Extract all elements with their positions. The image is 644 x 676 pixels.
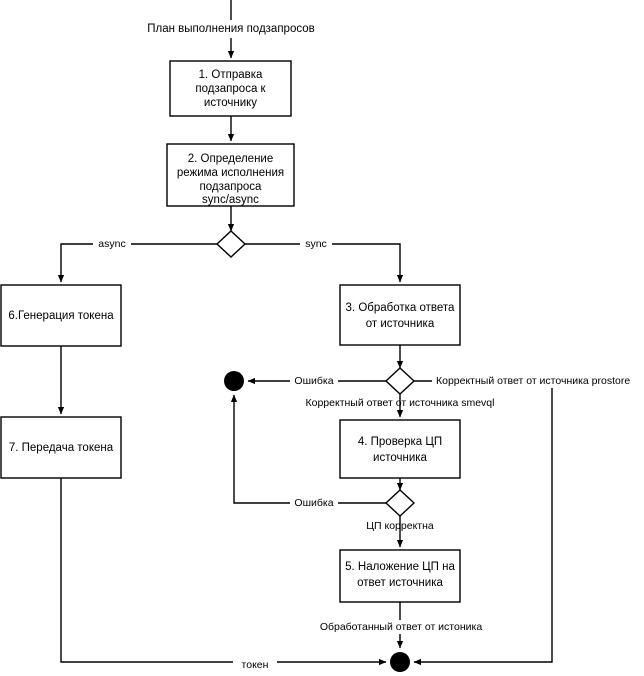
node-4-box[interactable] <box>339 419 461 479</box>
label-processed-backdrop <box>313 620 489 634</box>
node-3-label-line1: 3. Обработка ответа <box>346 302 456 314</box>
node-1-label-line3: источнику <box>204 97 257 109</box>
node-1-label-line1: 1. Отправка <box>199 69 263 81</box>
connector-decision1-async-to-node6 <box>57 243 217 283</box>
edge-label-signature-ok: ЦП корректна <box>366 520 434 532</box>
node-5-label-line1: 5. Наложение ЦП на <box>345 561 455 573</box>
node-6-box[interactable] <box>0 284 122 347</box>
node-6-generate-token[interactable]: 6.Генерация токена <box>0 284 122 347</box>
node-4-label-line2: источника <box>373 452 428 464</box>
label-error-2-backdrop <box>290 496 338 510</box>
node-2-determine-mode[interactable]: 2. Определение режима исполнения подзапр… <box>166 143 295 207</box>
node-1-box[interactable] <box>169 60 292 117</box>
terminal-end-node <box>390 652 410 672</box>
node-1-label-line2: подзапроса к <box>195 83 266 95</box>
node-3-box[interactable] <box>339 284 461 346</box>
decision-3-signature-valid[interactable] <box>384 489 416 517</box>
label-error-1-backdrop <box>290 374 338 388</box>
node-4-check-signature[interactable]: 4. Проверка ЦП источника <box>339 419 461 479</box>
node-7-box[interactable] <box>0 416 122 479</box>
edge-label-processed-response: Обработанный ответ от истоника <box>320 621 483 633</box>
node-2-box[interactable] <box>166 143 295 207</box>
label-sync-backdrop <box>300 237 332 251</box>
node-2-label-line2: режима исполнения <box>177 167 284 179</box>
node-5-label-line2: ответ источника <box>357 577 443 589</box>
node-4-label-line1: 4. Проверка ЦП <box>358 436 442 448</box>
diagram-title: План выполнения подзапросов <box>147 23 314 35</box>
connector-node7-to-end-token <box>60 478 387 666</box>
node-2-label-line4: sync/async <box>202 194 259 206</box>
node-5-apply-signature[interactable]: 5. Наложение ЦП на ответ источника <box>339 549 461 603</box>
decision-1-sync-async[interactable] <box>215 230 247 258</box>
connector-layer <box>57 0 553 666</box>
node-2-label-line3: подзапроса <box>200 181 263 193</box>
label-prostore-backdrop <box>432 374 644 388</box>
node-1-send-subquery[interactable]: 1. Отправка подзапроса к источнику <box>169 60 292 117</box>
node-3-process-response[interactable]: 3. Обработка ответа от источника <box>339 284 461 346</box>
edge-label-error-2: Ошибка <box>294 497 333 509</box>
edge-label-async: async <box>98 238 125 250</box>
node-7-label: 7. Передача токена <box>9 442 114 454</box>
label-token-backdrop <box>233 655 277 669</box>
edge-label-correct-smevql: Корректный ответ от источника smevql <box>306 397 495 409</box>
node-6-label: 6.Генерация токена <box>8 310 114 322</box>
node-2-label-line1: 2. Определение <box>188 153 274 165</box>
node-7-transfer-token[interactable]: 7. Передача токена <box>0 416 122 479</box>
node-5-box[interactable] <box>339 549 461 603</box>
node-3-label-line2: от источника <box>366 318 435 330</box>
edge-label-error-1: Ошибка <box>294 375 333 387</box>
edge-label-sync: sync <box>305 238 327 250</box>
decision-2-response-correctness[interactable] <box>384 367 416 395</box>
edge-label-token: токен <box>242 659 269 671</box>
label-async-backdrop <box>93 237 131 251</box>
edge-label-correct-prostore: Корректный ответ от источника prostore <box>436 375 630 387</box>
terminal-error-node <box>224 371 244 391</box>
connector-decision1-sync-to-node3 <box>245 243 404 283</box>
